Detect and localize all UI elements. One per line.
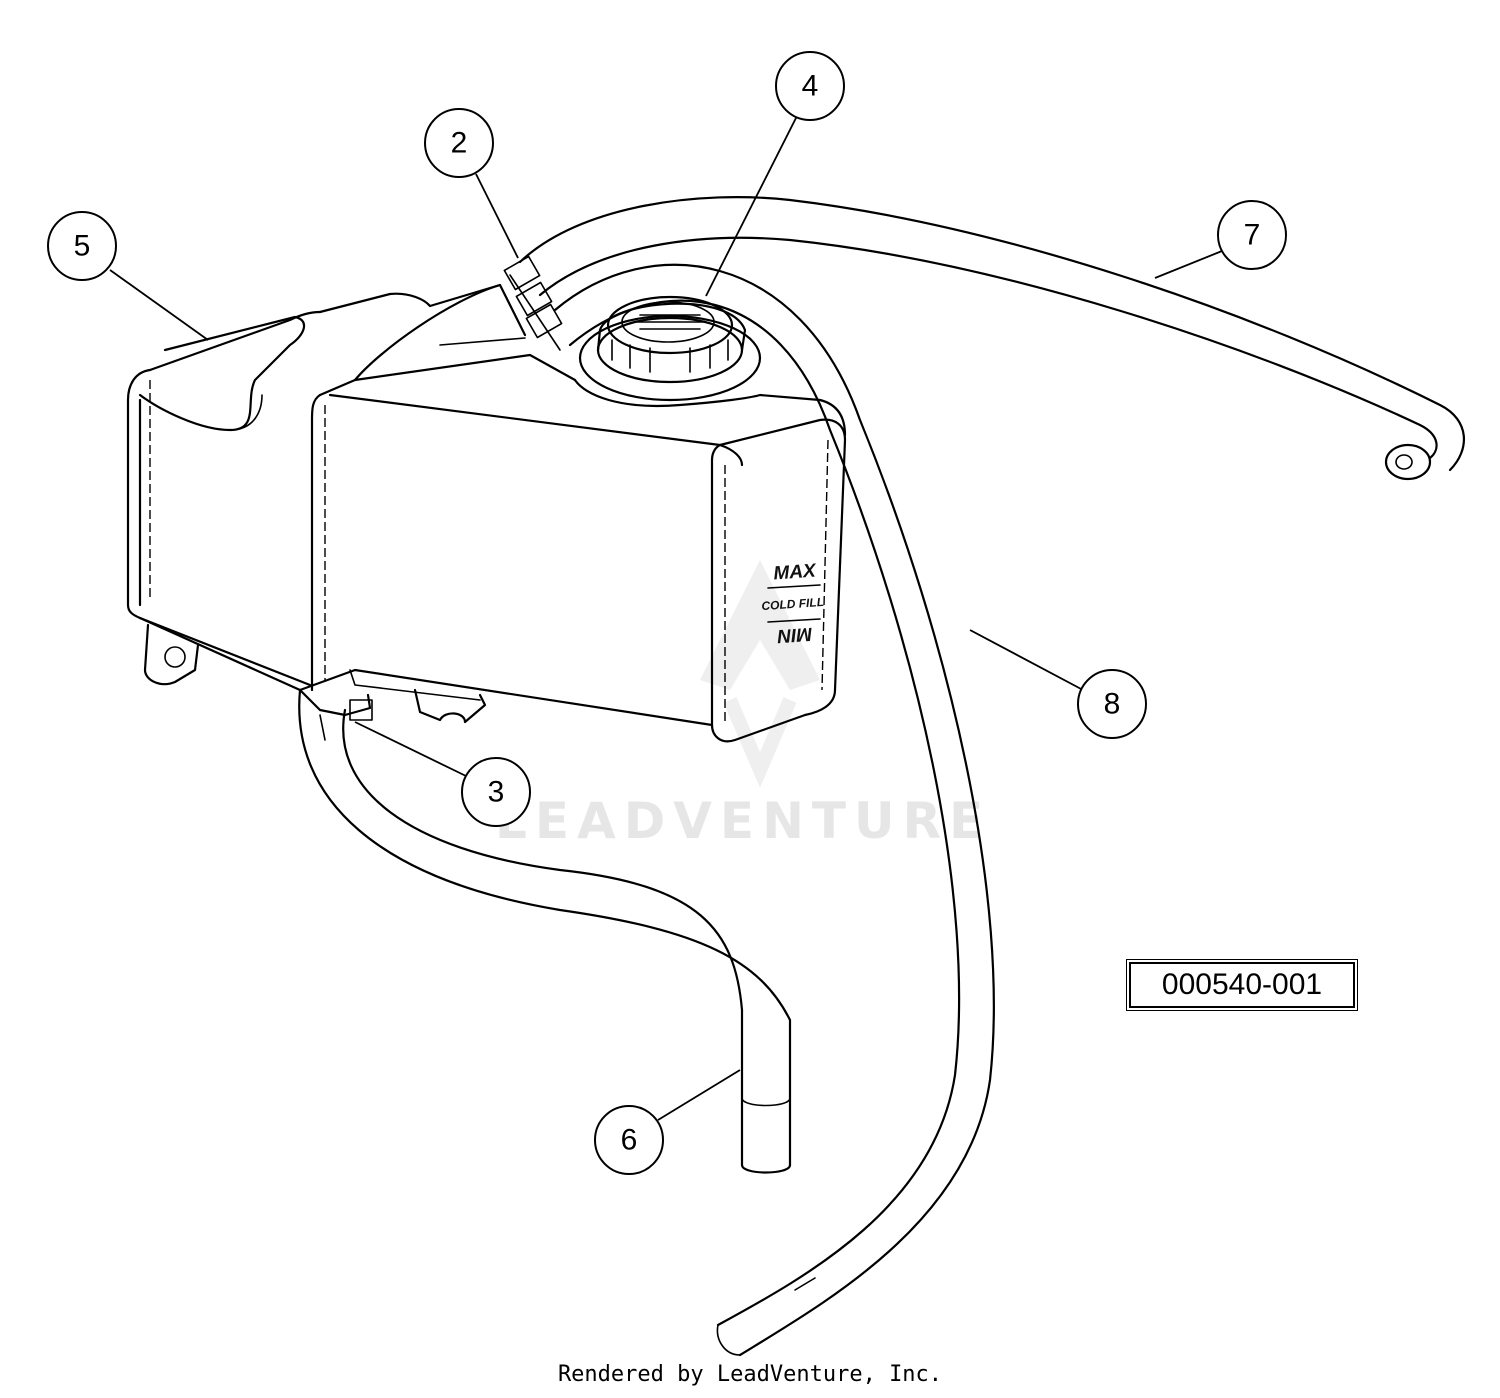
callout-5[interactable]: 5	[47, 211, 117, 281]
min-marking: MIN	[776, 623, 813, 646]
hose-6	[298, 688, 792, 1174]
callout-3[interactable]: 3	[461, 757, 531, 827]
callout-4[interactable]: 4	[775, 51, 845, 121]
radiator-cap-4	[578, 295, 762, 402]
hose-8	[553, 263, 995, 1357]
callout-2-label: 2	[451, 127, 468, 160]
leader-lines	[109, 115, 1223, 1121]
callout-3-label: 3	[488, 776, 505, 809]
max-marking: MAX	[773, 560, 818, 584]
callout-6-label: 6	[621, 1124, 638, 1157]
tank-level-markings: MAX COLD FILL MIN	[761, 560, 824, 646]
callout-7-label: 7	[1244, 219, 1261, 252]
clamp-2	[503, 255, 563, 351]
callout-5-label: 5	[74, 230, 91, 263]
watermark-text: LEADVENTURE	[495, 792, 991, 850]
part-number-box: 000540-001	[1126, 959, 1358, 1011]
callout-8-label: 8	[1104, 688, 1121, 721]
callout-8[interactable]: 8	[1077, 669, 1147, 739]
hose-7	[518, 196, 1465, 481]
callout-6[interactable]: 6	[594, 1105, 664, 1175]
callout-2[interactable]: 2	[424, 108, 494, 178]
reservoir-tank	[126, 283, 847, 743]
callout-4-label: 4	[802, 70, 819, 103]
cold-fill-marking: COLD FILL	[761, 595, 824, 613]
callout-7[interactable]: 7	[1217, 200, 1287, 270]
rendered-by-footer: Rendered by LeadVenture, Inc.	[557, 1362, 943, 1387]
watermark: LEADVENTURE	[495, 560, 991, 850]
clamp-3	[298, 688, 373, 741]
